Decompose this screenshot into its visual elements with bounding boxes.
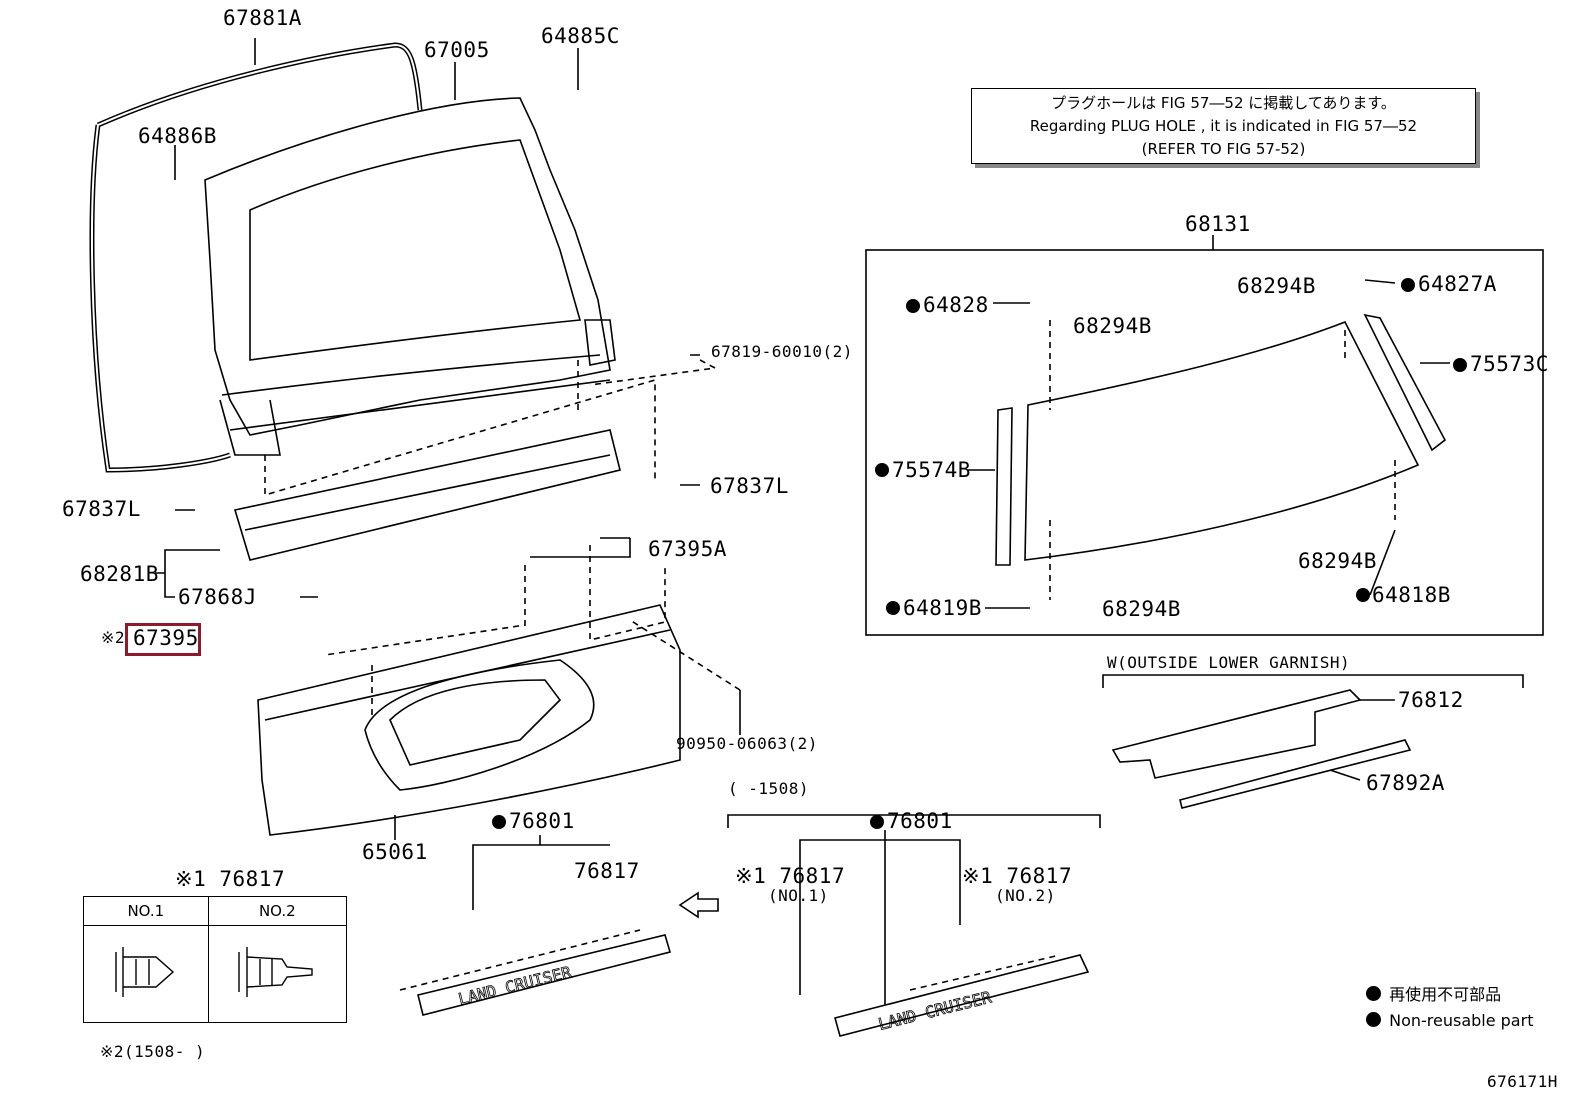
legend: 再使用不可部品 Non-reusable part	[1366, 982, 1533, 1034]
note-line-1: プラグホールは FIG 57―52 に掲載してあります。	[1051, 94, 1396, 112]
non-reusable-dot-icon	[1366, 986, 1381, 1001]
label-68281B[interactable]: 68281B	[80, 562, 159, 586]
weatherstrip-67881A	[89, 42, 423, 473]
inner-trim-68281B	[233, 429, 621, 561]
garnish-76812	[1111, 689, 1362, 779]
highlight-67395	[125, 623, 201, 656]
seal-67892A	[1179, 739, 1412, 809]
label-90950[interactable]: 90950-06063(2)	[676, 734, 818, 753]
label-67395A[interactable]: 67395A	[648, 537, 727, 561]
label-76801-left[interactable]: 76801	[509, 809, 575, 833]
label-76817-left[interactable]: 76817	[574, 859, 640, 883]
label-67837L-left[interactable]: 67837L	[62, 497, 141, 521]
glass-assembly-box	[865, 249, 1544, 636]
label-76801-right[interactable]: 76801	[887, 809, 953, 833]
clip-no1-icon	[115, 947, 174, 997]
molding-75573C	[1363, 313, 1447, 452]
garnish-65061	[257, 604, 681, 836]
clip-no2-icon	[238, 947, 314, 997]
garnish-box-title: W(OUTSIDE LOWER GARNISH)	[1107, 653, 1351, 672]
label-67819[interactable]: 67819-60010(2)	[711, 342, 853, 361]
non-reusable-dot-icon	[1366, 1012, 1381, 1027]
label-no2-paren: (NO.2)	[995, 886, 1056, 905]
emblem-text-right: LAND CRUISER	[876, 987, 993, 1033]
label-67881A[interactable]: 67881A	[223, 6, 302, 30]
clip-no2-cell	[207, 925, 348, 1023]
label-75574B[interactable]: 75574B	[892, 458, 971, 482]
back-door-panel-67005	[204, 97, 611, 436]
range-1508: ( -1508)	[728, 779, 810, 798]
arrow-left	[678, 891, 719, 919]
legend-ja: 再使用不可部品	[1366, 982, 1533, 1008]
label-65061[interactable]: 65061	[362, 840, 428, 864]
label-75573C[interactable]: 75573C	[1470, 352, 1549, 376]
label-64885C[interactable]: 64885C	[541, 24, 620, 48]
plug-hole-note: プラグホールは FIG 57―52 に掲載してあります。 Regarding P…	[971, 88, 1476, 164]
clip-no1-cell	[83, 925, 209, 1023]
label-64828[interactable]: 64828	[923, 293, 989, 317]
label-68294B-right[interactable]: 68294B	[1298, 549, 1377, 573]
label-67868J[interactable]: 67868J	[178, 585, 257, 609]
label-68131[interactable]: 68131	[1185, 212, 1251, 236]
label-68294B-bottom[interactable]: 68294B	[1102, 597, 1181, 621]
label-76817-no1[interactable]: ※1 76817	[735, 864, 846, 888]
table-title: ※1 76817	[175, 867, 286, 891]
note-line-3: (REFER TO FIG 57-52)	[1141, 140, 1306, 158]
figure-code: 676171H	[1487, 1072, 1558, 1091]
label-64886B[interactable]: 64886B	[138, 124, 217, 148]
label-64819B[interactable]: 64819B	[903, 596, 982, 620]
label-64818B[interactable]: 64818B	[1372, 583, 1451, 607]
label-76817-no2[interactable]: ※1 76817	[962, 864, 1073, 888]
legend-en: Non-reusable part	[1366, 1008, 1533, 1034]
back-window-glass	[1024, 320, 1420, 561]
note-line-2: Regarding PLUG HOLE , it is indicated in…	[1029, 117, 1418, 135]
label-67892A[interactable]: 67892A	[1366, 771, 1445, 795]
table-header-no2: NO.2	[207, 896, 348, 926]
emblem-plate-right	[834, 954, 1090, 1037]
clip-variant-table: NO.1 NO.2	[83, 896, 348, 1023]
label-67395[interactable]: 67395	[133, 626, 199, 650]
molding-75574B	[995, 407, 1013, 566]
label-76812[interactable]: 76812	[1398, 688, 1464, 712]
label-67005[interactable]: 67005	[424, 38, 490, 62]
label-no1-paren: (NO.1)	[768, 886, 829, 905]
footnote-1508: ※2(1508- )	[100, 1042, 206, 1061]
label-64827A[interactable]: 64827A	[1418, 272, 1497, 296]
emblem-plate-left	[417, 934, 672, 1016]
emblem-text-left: LAND CRUISER	[456, 962, 573, 1008]
label-68294B-top[interactable]: 68294B	[1237, 274, 1316, 298]
mark-67395: ※2	[101, 628, 126, 647]
table-header-no1: NO.1	[83, 896, 209, 926]
label-68294B-mid[interactable]: 68294B	[1073, 314, 1152, 338]
label-67837L-right[interactable]: 67837L	[710, 474, 789, 498]
